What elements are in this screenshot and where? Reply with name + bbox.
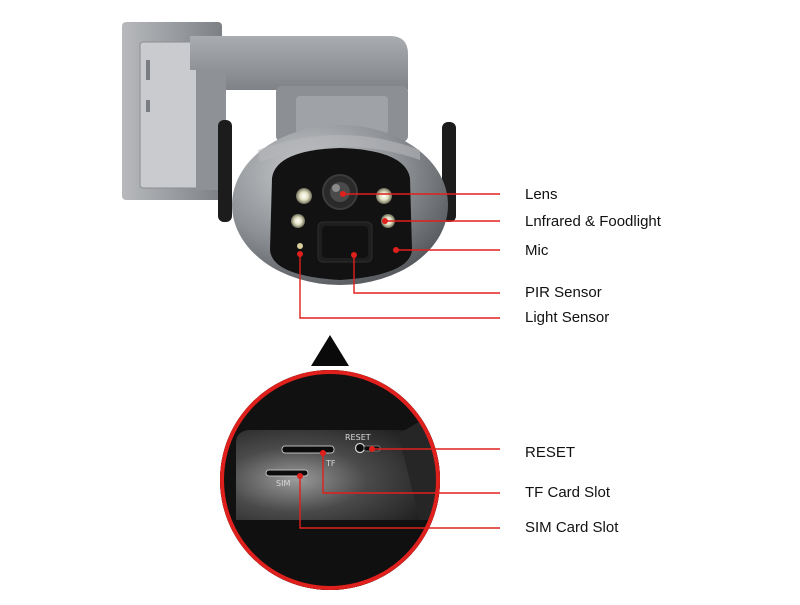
camera-face <box>270 148 412 280</box>
panel-label-tf: TF <box>325 459 336 468</box>
callout-sim-card-slot: SIM Card Slot <box>525 519 619 536</box>
leader-endpoints <box>297 191 399 479</box>
dot-reset <box>369 446 375 452</box>
panel-label-reset: RESET <box>345 433 371 442</box>
leader-lines <box>299 193 500 529</box>
dot-pir <box>351 252 357 258</box>
dot-tf <box>320 450 326 456</box>
callout-infrared-floodlight: Lnfrared & Foodlight <box>525 213 661 230</box>
zoom-pointer <box>311 335 349 366</box>
leader-pir <box>353 255 500 294</box>
floodlight-led-icons <box>291 188 395 249</box>
dot-lens <box>340 191 346 197</box>
callout-tf-card-slot: TF Card Slot <box>525 484 611 501</box>
lens-icon <box>322 174 358 210</box>
dot-sim <box>297 473 303 479</box>
dot-mic <box>393 247 399 253</box>
callout-pir-sensor: PIR Sensor <box>525 284 602 301</box>
leader-light <box>299 254 500 319</box>
camera-arm <box>190 36 408 190</box>
zoom-ring <box>220 370 440 590</box>
callout-reset: RESET <box>525 444 576 461</box>
callout-lens: Lens <box>525 186 558 203</box>
antenna-left <box>218 120 232 222</box>
panel-label-sim: SIM <box>276 479 290 488</box>
callout-mic: Mic <box>525 242 549 259</box>
zoom-detail-circle: RESET TF SIM <box>220 370 440 590</box>
leader-sim <box>299 476 500 529</box>
dot-infrared <box>382 218 388 224</box>
dot-light <box>297 251 303 257</box>
leader-tf <box>322 453 500 494</box>
callout-light-sensor: Light Sensor <box>525 309 610 326</box>
